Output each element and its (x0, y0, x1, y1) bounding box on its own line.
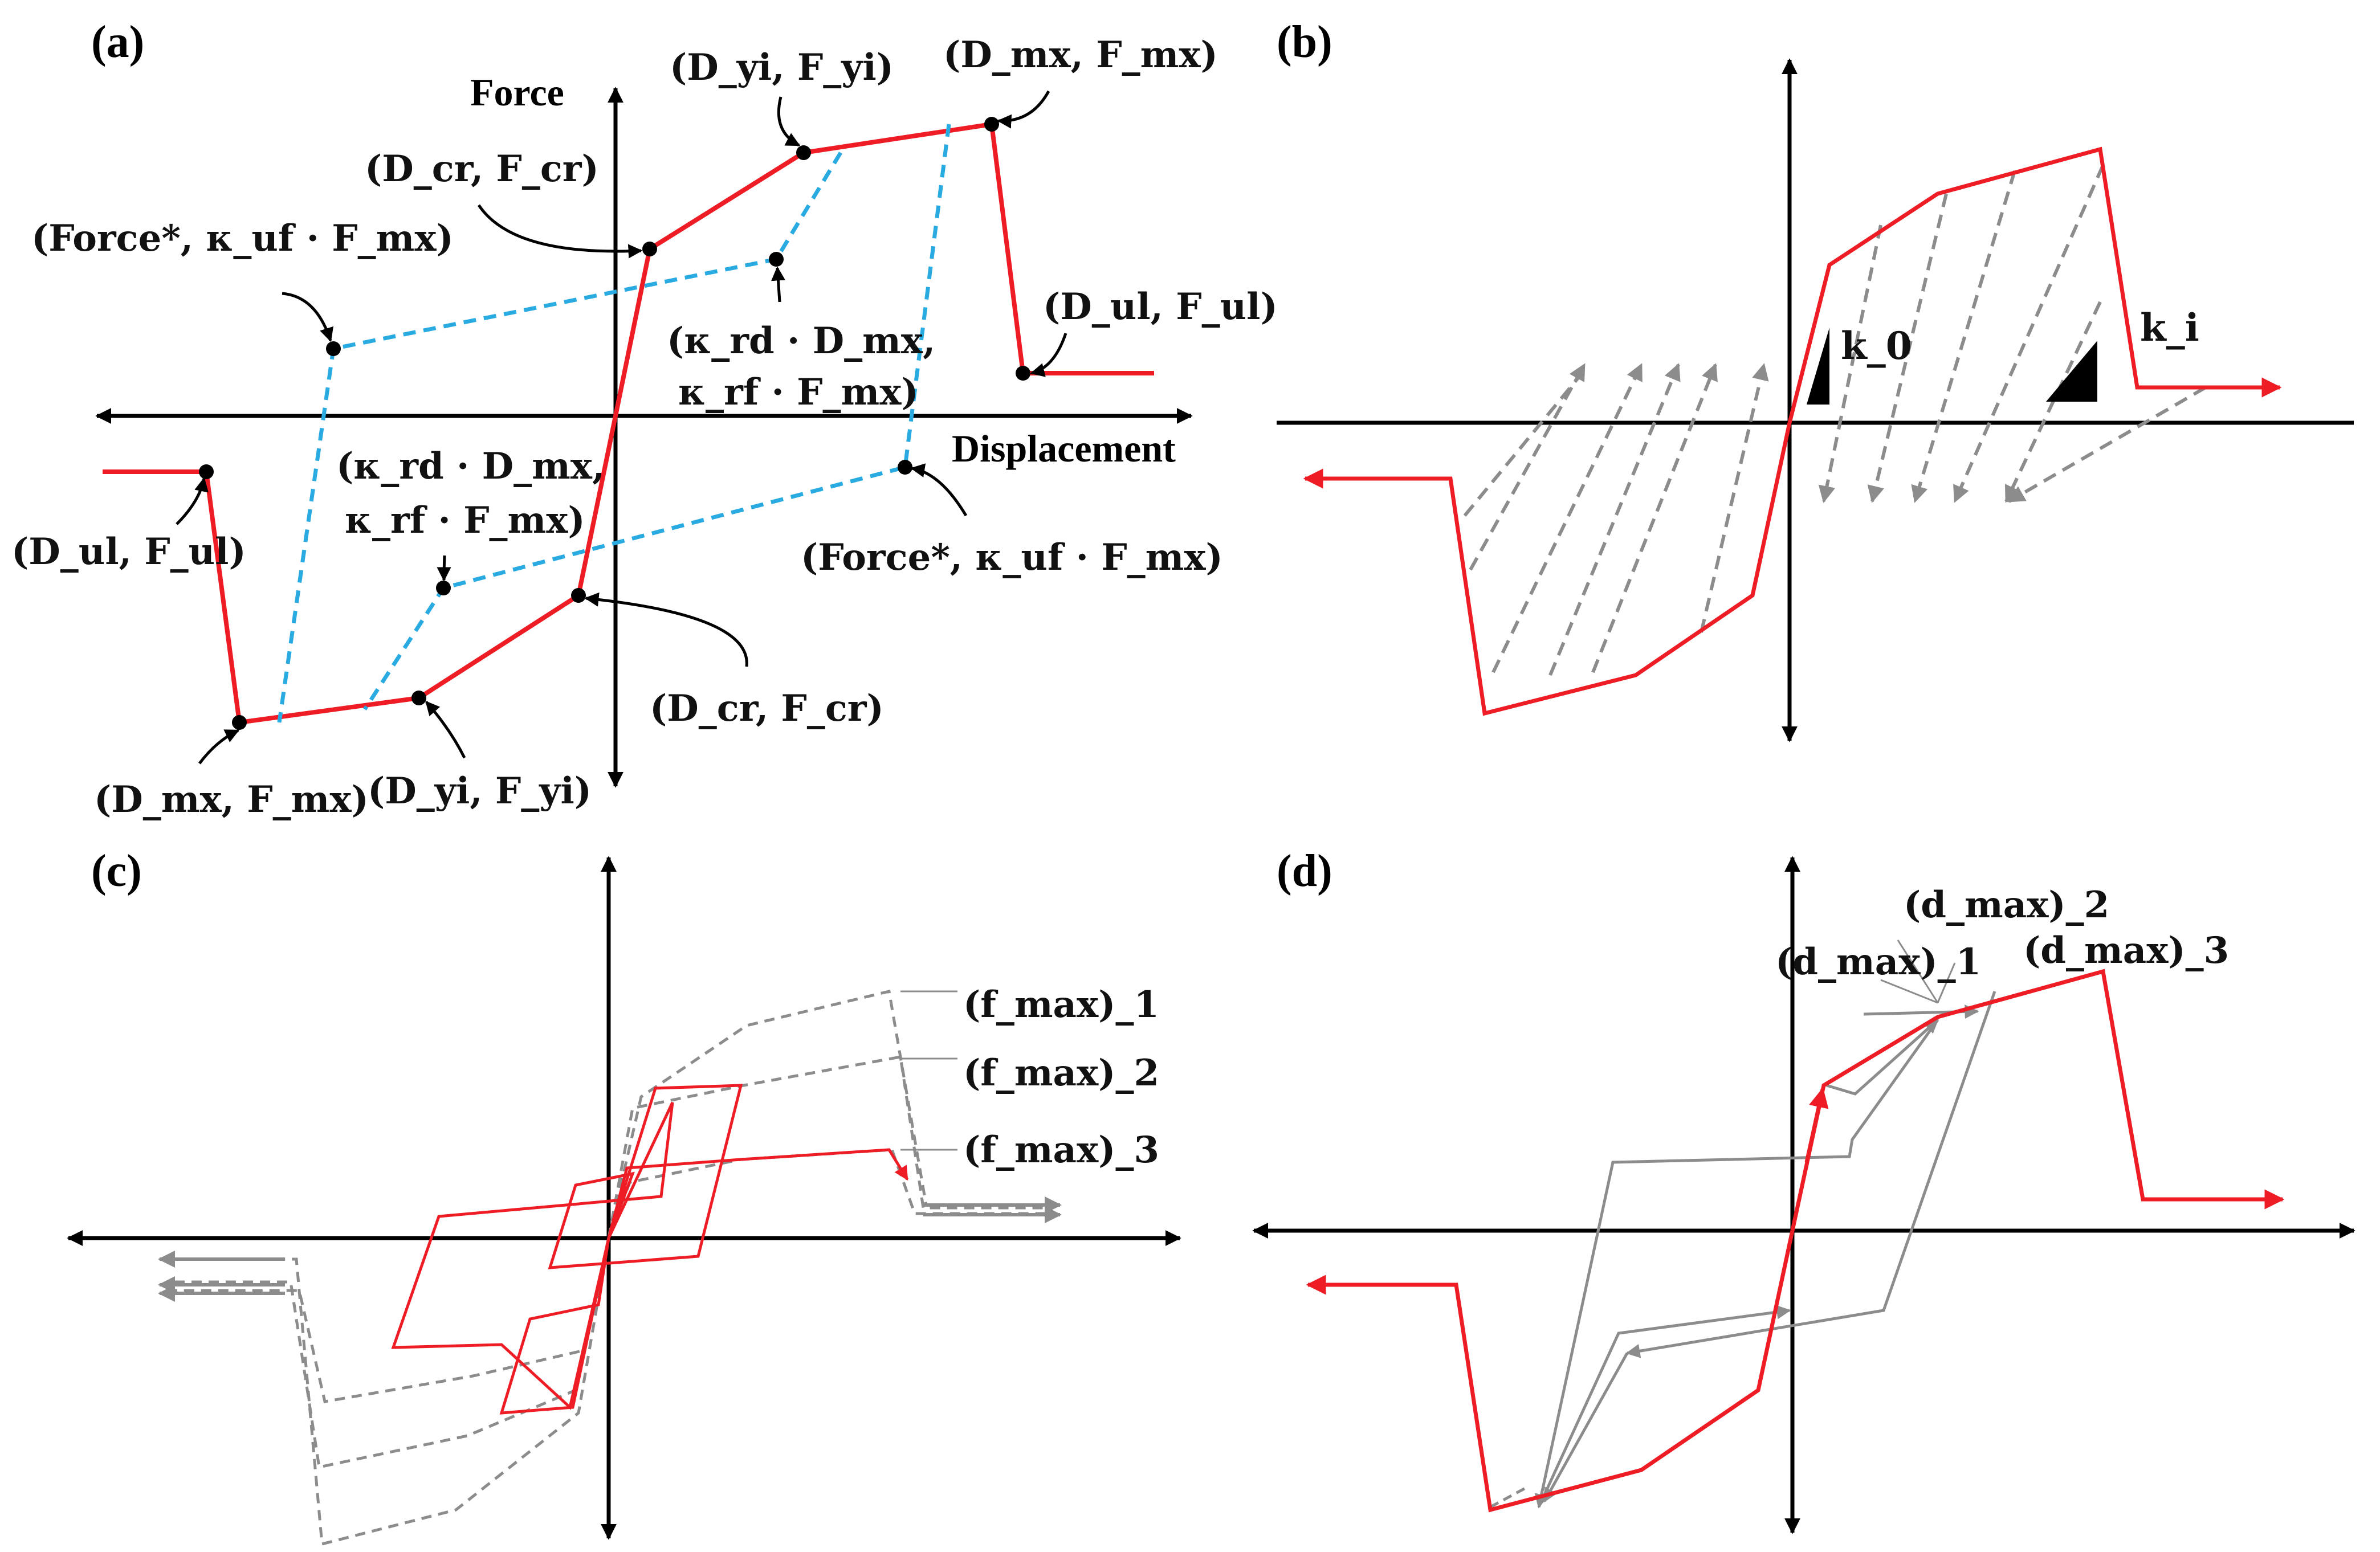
panel-c-label: (c) (91, 846, 142, 896)
panel-d-label: (d) (1277, 846, 1332, 896)
point-yield-negative (411, 691, 426, 705)
panel-b-backbone-negative (1303, 422, 1792, 716)
panel-c-fmax3-label: (f_max)_3 (963, 1129, 1159, 1171)
panel-b-ki-triangle (2046, 341, 2097, 402)
label-force-star-positive: (Force*, κ_uf · F_mx) (31, 217, 454, 260)
panel-d: (d) (d_max)_1 (d_max)_2 (d_max)_3 (1252, 846, 2355, 1534)
label-crack-positive: (D_cr, F_cr) (365, 148, 599, 190)
panel-d-backbone-positive (1790, 969, 2285, 1231)
panel-a-leaders (176, 90, 1067, 765)
panel-b-label: (b) (1277, 17, 1332, 67)
panel-a-unload-reload-positive (277, 152, 842, 723)
panel-a-x-axis-label: Displacement (952, 427, 1176, 470)
panel-b-backbone-positive (1787, 146, 2282, 423)
label-reload-positive-1: (κ_rd · D_mx, (667, 320, 935, 362)
point-reload-positive (769, 252, 784, 267)
panel-d-leaders (1880, 940, 1956, 1004)
point-force-star-negative (898, 460, 912, 475)
panel-d-dmax1-label: (d_max)_1 (1775, 941, 1981, 983)
point-reload-negative (436, 581, 451, 595)
panel-a-backbone-negative (103, 415, 618, 725)
panel-c-loops (391, 1084, 909, 1415)
panel-d-cycles (1489, 991, 1996, 1509)
point-ultimate-negative (199, 464, 214, 479)
label-ultimate-positive: (D_ul, F_ul) (1043, 285, 1278, 328)
point-yield-positive (796, 145, 811, 160)
panel-b-cycles (1463, 164, 2207, 676)
point-max-negative (232, 715, 247, 730)
point-crack-negative (571, 588, 586, 603)
label-max-negative: (D_mx, F_mx) (94, 778, 369, 821)
label-reload-negative-2: κ_rf · F_mx) (345, 499, 585, 542)
panel-a-label: (a) (91, 17, 144, 67)
point-max-positive (984, 117, 999, 132)
label-force-star-negative: (Force*, κ_uf · F_mx) (801, 536, 1223, 579)
label-reload-negative-1: (κ_rd · D_mx, (336, 445, 605, 488)
label-yield-positive: (D_yi, F_yi) (670, 46, 894, 89)
panel-b: (b) k_0 k_i (1277, 17, 2354, 742)
point-crack-positive (642, 242, 657, 256)
panel-a-unload-reload-lower (363, 124, 951, 710)
panel-a-y-axis-label: Force (470, 71, 564, 114)
panel-c-gray-arrows (158, 1196, 1062, 1302)
label-ultimate-negative: (D_ul, F_ul) (11, 530, 246, 573)
panel-b-k0-label: k_0 (1841, 324, 1912, 368)
label-max-positive: (D_mx, F_mx) (943, 34, 1218, 76)
label-yield-negative: (D_yi, F_yi) (368, 770, 592, 812)
panel-d-red-arrow (1804, 1087, 1829, 1163)
panel-a: (a) Force Displacement (11, 17, 1278, 821)
panel-b-k0-triangle (1807, 328, 1829, 405)
label-reload-positive-2: κ_rf · F_mx) (678, 371, 919, 414)
point-force-star-positive (326, 341, 341, 356)
panel-b-ki-label: k_i (2140, 305, 2199, 350)
panel-a-points (199, 117, 1030, 730)
panel-d-backbone-negative (1306, 1230, 1795, 1513)
label-crack-negative: (D_cr, F_cr) (650, 687, 884, 730)
panel-d-dmax2-label: (d_max)_2 (1904, 884, 2109, 926)
point-ultimate-positive (1016, 366, 1030, 381)
panel-c-fmax1-label: (f_max)_1 (963, 983, 1159, 1026)
panel-c: (c) (f (67, 846, 1181, 1546)
panel-d-dmax3-label: (d_max)_3 (2023, 929, 2229, 972)
panel-c-fmax2-label: (f_max)_2 (963, 1052, 1159, 1094)
panel-c-leaders (900, 990, 957, 1151)
